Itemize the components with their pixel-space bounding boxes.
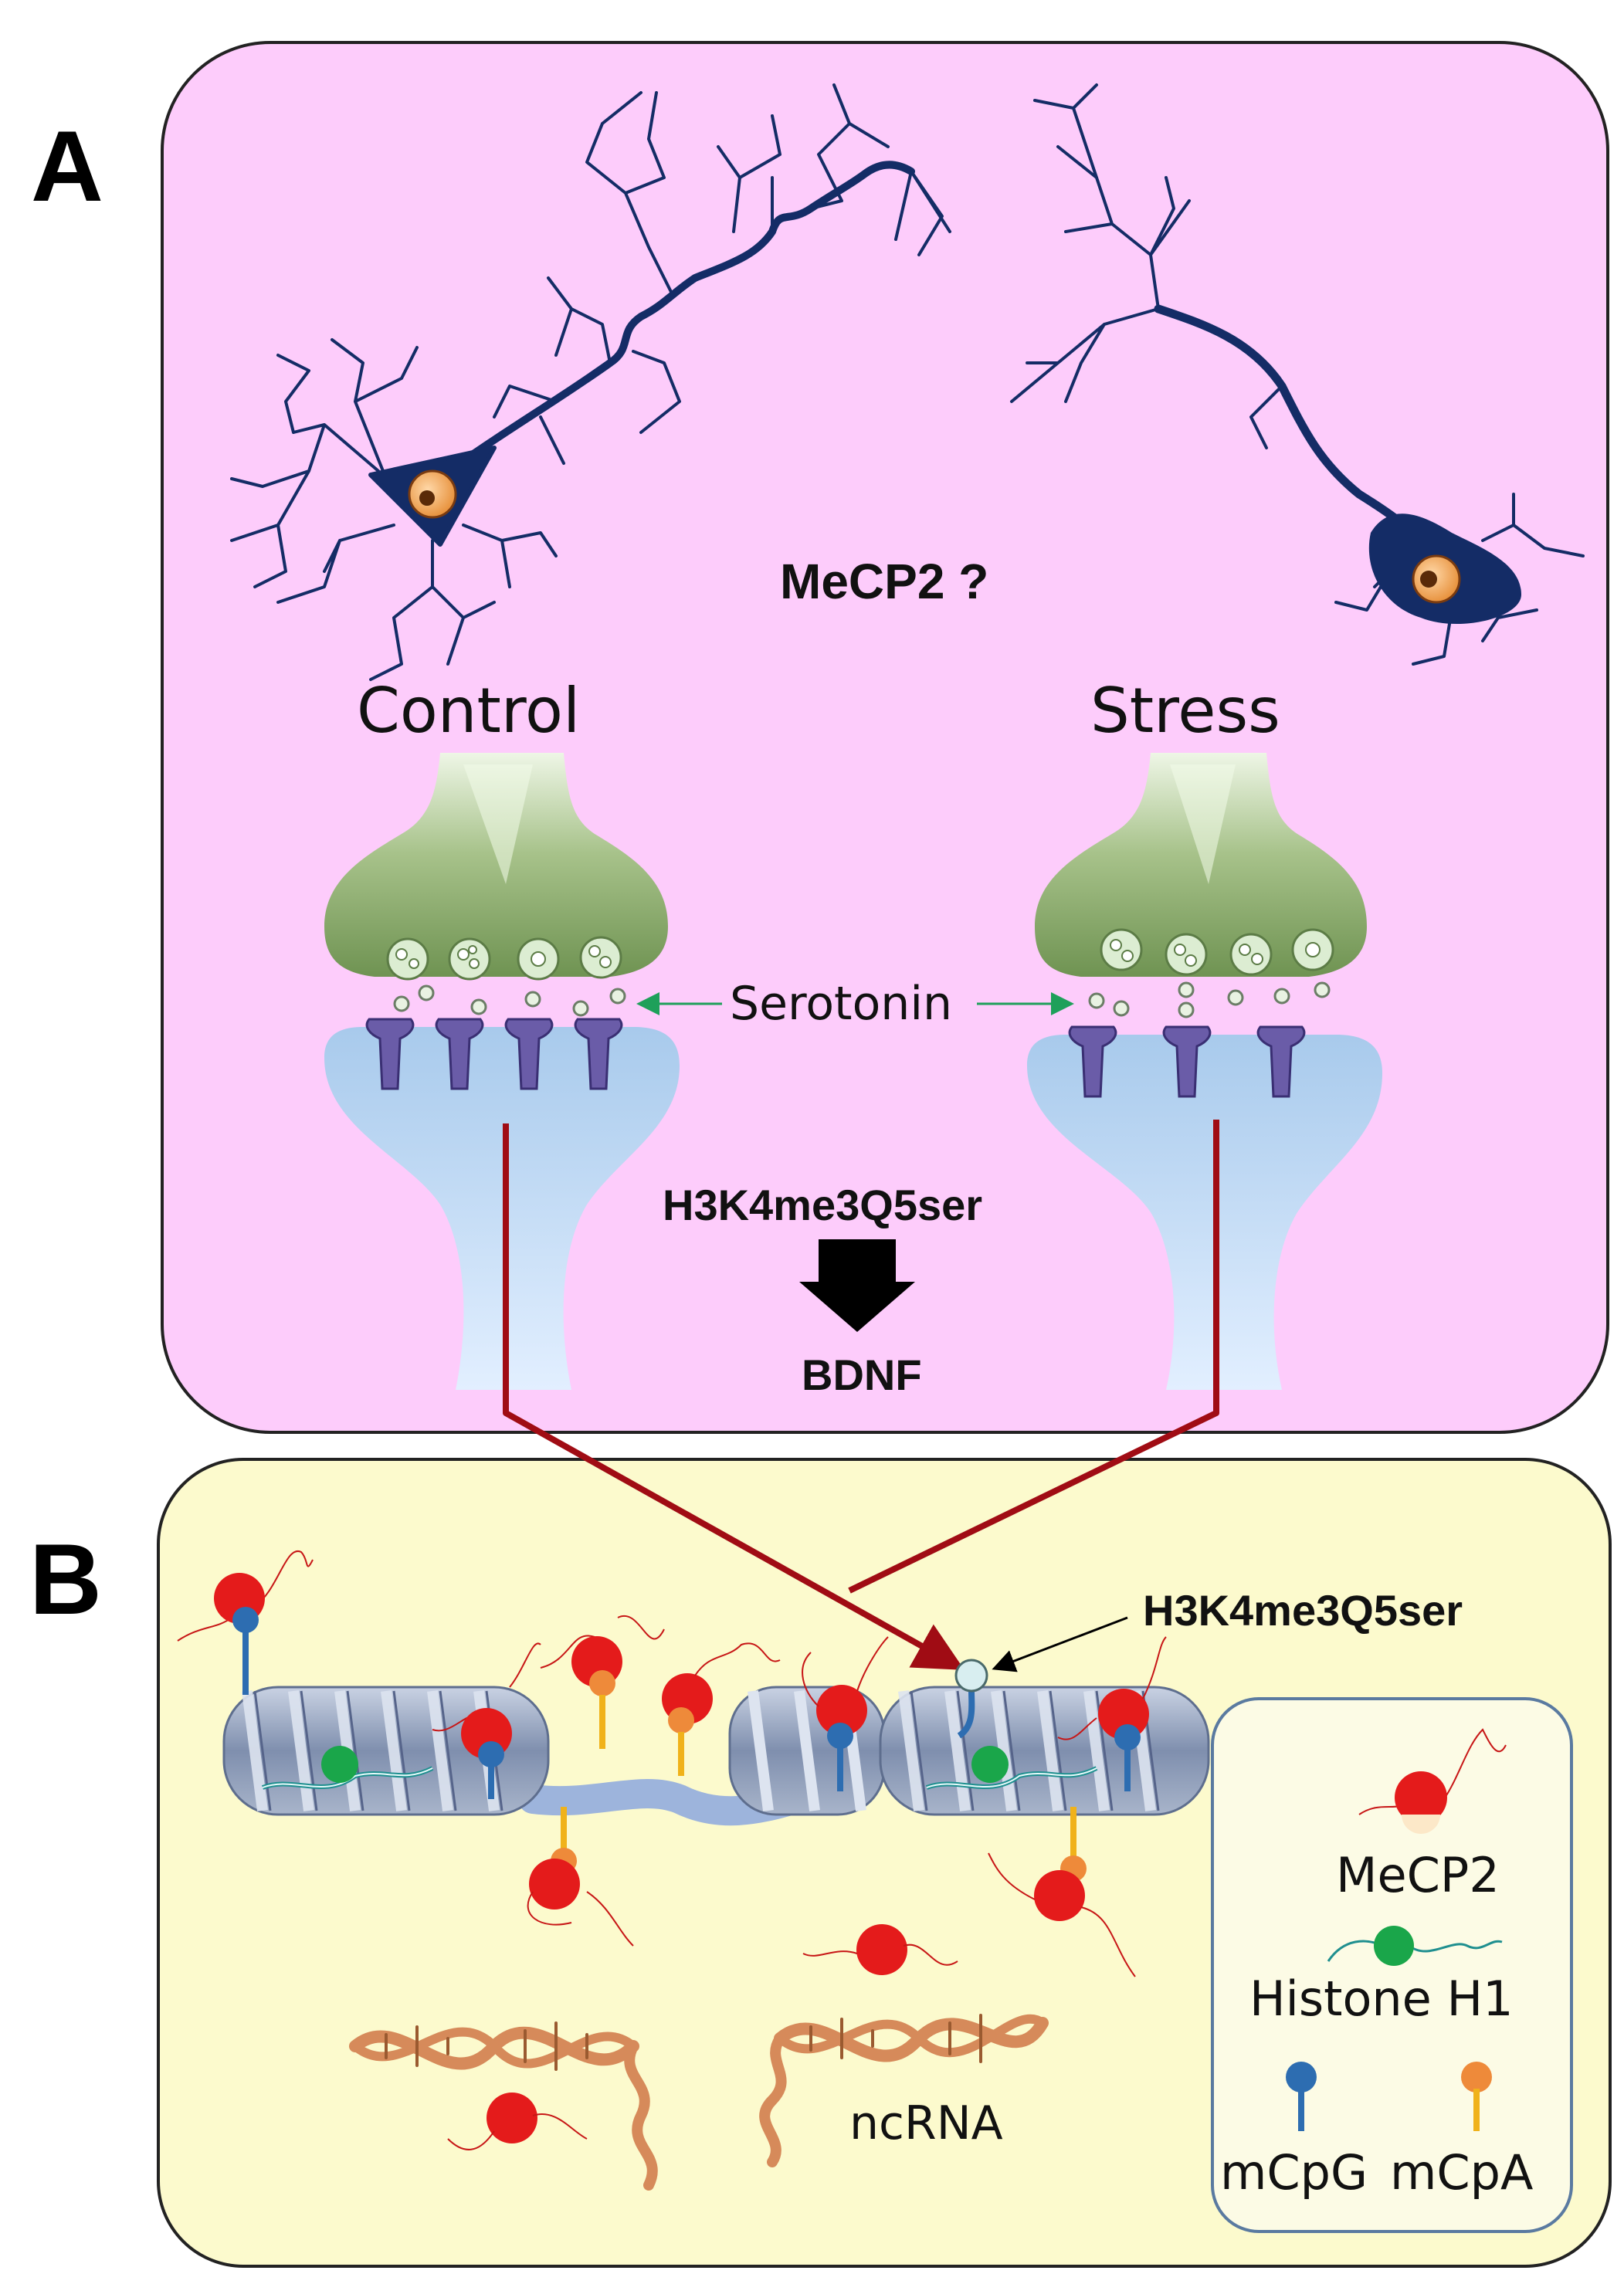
chromatin-bound-proteins xyxy=(177,1550,1167,1977)
control-presynaptic-terminal xyxy=(324,753,668,977)
panel-a: A MeCP2 xyxy=(31,41,1609,1434)
histone-h1-right xyxy=(971,1746,1009,1783)
legend: MeCP2 Histone H1 mCpG mCpA xyxy=(1211,1697,1573,2233)
stress-neuron-nucleolus xyxy=(1420,571,1437,588)
control-neuron-nucleolus xyxy=(419,490,435,506)
control-receptors xyxy=(365,1018,623,1090)
panel-b: B xyxy=(29,1120,1612,2268)
stress-postsynaptic-terminal xyxy=(1027,1035,1382,1390)
mecp2-question-label: MeCP2 ? xyxy=(780,554,988,609)
control-released-serotonin xyxy=(393,984,626,1017)
stress-pathway-arrow xyxy=(848,1120,1219,1594)
stress-vesicles xyxy=(1100,928,1334,976)
panel-b-mark-label: H3K4me3Q5ser xyxy=(1143,1586,1463,1635)
serotonin-label: Serotonin xyxy=(730,977,952,1031)
stress-label: Stress xyxy=(1090,675,1280,747)
control-label: Control xyxy=(357,675,580,747)
stress-presynaptic-terminal xyxy=(1035,753,1367,977)
legend-mcpa-label: mCpA xyxy=(1390,2144,1533,2201)
control-vesicles xyxy=(386,936,622,981)
panel-a-mark-label: H3K4me3Q5ser xyxy=(663,1181,982,1229)
stress-released-serotonin xyxy=(1088,981,1331,1018)
legend-mcpa-icon xyxy=(1461,2062,1492,2093)
legend-mcpg-icon xyxy=(1286,2062,1317,2093)
control-pathway-arrow xyxy=(503,1123,965,1670)
control-synapse xyxy=(324,753,680,1390)
ncrna-right-mecp2 xyxy=(856,1924,907,1975)
histone-h1-left xyxy=(321,1746,358,1783)
legend-mcpg-label: mCpG xyxy=(1220,2144,1368,2201)
legend-histone-h1-icon xyxy=(1374,1926,1414,1966)
panel-b-letter: B xyxy=(29,1523,102,1635)
panel-a-letter: A xyxy=(31,110,103,222)
ncrna-left-mecp2 xyxy=(487,2093,537,2143)
nucleosome-right xyxy=(879,1686,1210,1816)
ncrna-right xyxy=(759,2014,1049,2167)
legend-mecp2-label: MeCP2 xyxy=(1336,1847,1500,1903)
ncrna-left xyxy=(349,2021,658,2191)
stress-synapse xyxy=(1027,753,1382,1390)
control-postsynaptic-terminal xyxy=(324,1027,680,1390)
legend-histone-h1-label: Histone H1 xyxy=(1249,1971,1514,2027)
stress-receptors xyxy=(1068,1025,1306,1098)
h3k4me3q5ser-marker xyxy=(954,1659,988,1693)
bdnf-down-arrow xyxy=(799,1239,915,1332)
ncrna-label: ncRNA xyxy=(849,2096,1003,2150)
legend-mecp2-icon xyxy=(1395,1771,1447,1824)
bdnf-label: BDNF xyxy=(802,1350,922,1399)
h3k4me3q5ser-pointer xyxy=(992,1616,1128,1672)
control-neuron xyxy=(230,83,951,681)
